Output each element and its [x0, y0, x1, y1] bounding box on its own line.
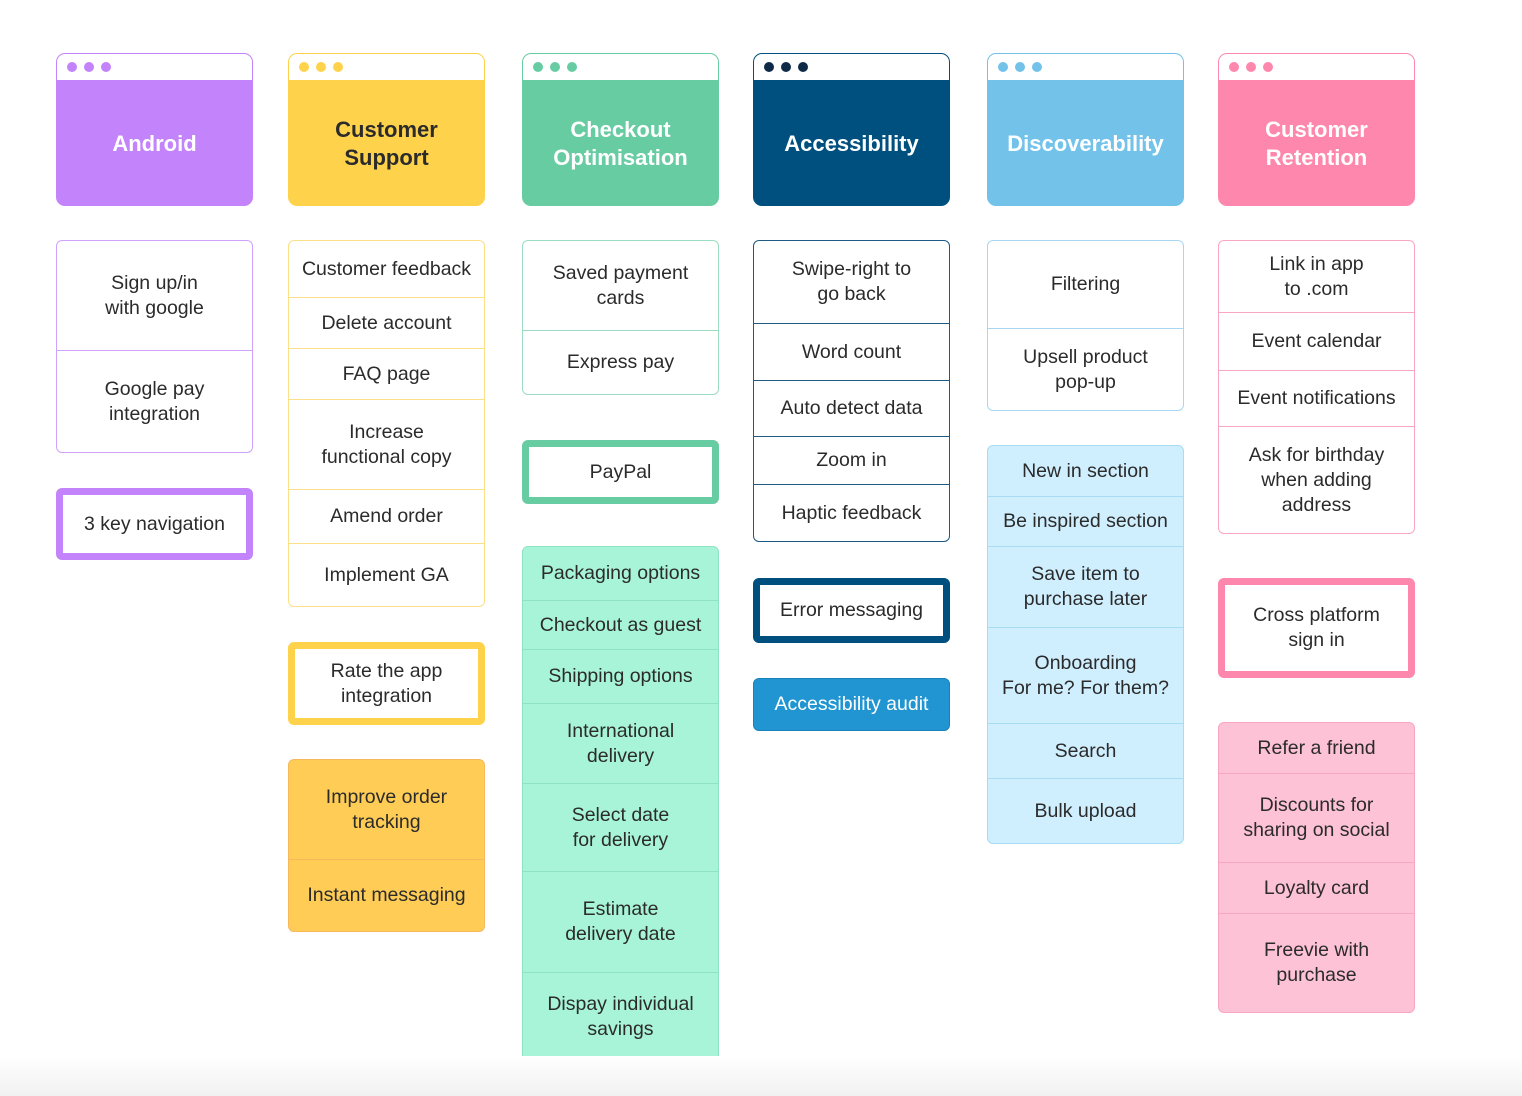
- card[interactable]: Word count: [754, 324, 949, 381]
- dot-icon: [764, 62, 774, 72]
- header-android: Android: [56, 53, 253, 206]
- card[interactable]: Amend order: [289, 490, 484, 544]
- card[interactable]: Implement GA: [324, 563, 449, 586]
- card[interactable]: Accessibility audit: [774, 693, 929, 715]
- bottom-shadow: [0, 1056, 1522, 1096]
- filled-card-group: New in section Be inspired section Save …: [987, 445, 1184, 844]
- window-dots: [289, 54, 484, 80]
- card[interactable]: Loyalty card: [1219, 863, 1414, 914]
- card[interactable]: Refer a friend: [1219, 723, 1414, 774]
- window-dots: [754, 54, 949, 80]
- card[interactable]: Checkout as guest: [523, 601, 718, 650]
- card[interactable]: Packaging options: [523, 547, 718, 601]
- card[interactable]: Search: [988, 724, 1183, 779]
- card-group: Customer feedback Delete account FAQ pag…: [288, 240, 485, 607]
- dot-icon: [998, 62, 1008, 72]
- dot-icon: [781, 62, 791, 72]
- card[interactable]: New in section: [988, 446, 1183, 497]
- dot-icon: [84, 62, 94, 72]
- dot-icon: [101, 62, 111, 72]
- dot-icon: [567, 62, 577, 72]
- card[interactable]: Bulk upload: [1034, 799, 1137, 822]
- highlighted-card: Error messaging: [753, 578, 950, 643]
- dot-icon: [333, 62, 343, 72]
- dot-icon: [798, 62, 808, 72]
- card[interactable]: Haptic feedback: [781, 501, 922, 524]
- card[interactable]: Customer feedback: [289, 241, 484, 298]
- dot-icon: [533, 62, 543, 72]
- dot-icon: [1229, 62, 1239, 72]
- card[interactable]: Error messaging: [779, 599, 924, 621]
- window-dots: [1219, 54, 1414, 80]
- card[interactable]: PayPal: [589, 460, 652, 483]
- column-title: Discoverability: [1007, 130, 1164, 156]
- column-title: Android: [112, 130, 197, 156]
- column-title: Accessibility: [784, 130, 919, 156]
- card[interactable]: Shipping options: [523, 650, 718, 704]
- card[interactable]: Instant messaging: [307, 884, 466, 906]
- header-discoverability: Discoverability: [987, 53, 1184, 206]
- window-dots: [57, 54, 252, 80]
- header-accessibility: Accessibility: [753, 53, 950, 206]
- filled-card-group: Packaging options Checkout as guest Ship…: [522, 546, 719, 1062]
- dot-icon: [550, 62, 560, 72]
- card[interactable]: FAQ page: [289, 349, 484, 400]
- card[interactable]: Zoom in: [754, 437, 949, 485]
- dot-icon: [1032, 62, 1042, 72]
- card[interactable]: Event calendar: [1219, 313, 1414, 371]
- window-dots: [988, 54, 1183, 80]
- card[interactable]: Auto detect data: [754, 381, 949, 437]
- dot-icon: [1246, 62, 1256, 72]
- dot-icon: [1015, 62, 1025, 72]
- card[interactable]: 3 key navigation: [84, 512, 225, 535]
- card[interactable]: Be inspired section: [988, 497, 1183, 547]
- dot-icon: [67, 62, 77, 72]
- card[interactable]: Event notifications: [1219, 371, 1414, 427]
- window-dots: [523, 54, 718, 80]
- dot-icon: [316, 62, 326, 72]
- card[interactable]: Express pay: [566, 351, 675, 373]
- highlighted-card: 3 key navigation: [56, 488, 253, 560]
- filled-card: Accessibility audit: [753, 678, 950, 731]
- card[interactable]: Filtering: [988, 241, 1183, 329]
- dot-icon: [299, 62, 309, 72]
- dot-icon: [1263, 62, 1273, 72]
- highlighted-card: PayPal: [522, 440, 719, 504]
- card[interactable]: Delete account: [289, 298, 484, 349]
